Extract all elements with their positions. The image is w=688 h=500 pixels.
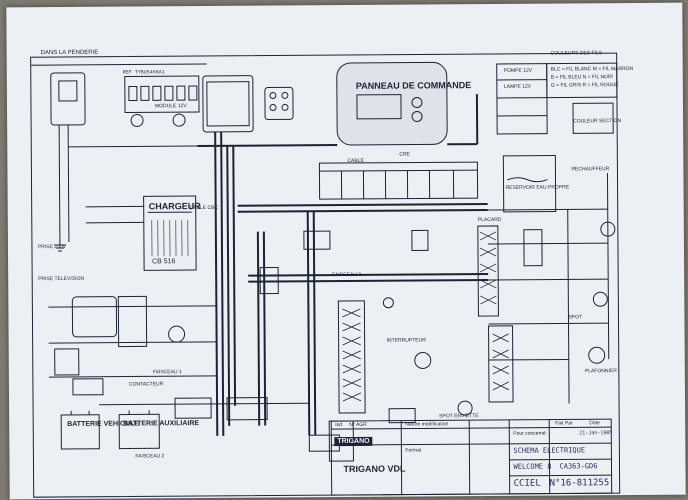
wiring-diagram bbox=[30, 52, 621, 498]
contactor-label: CONTACTEUR bbox=[128, 381, 164, 388]
switch-label: INTERRUPTEUR bbox=[386, 337, 426, 344]
tb-drawing-no: N°16-811255 bbox=[549, 478, 610, 489]
spot-switch-label: SPOT ENVIETTE bbox=[439, 413, 479, 420]
meter-ref: REF TYBU5466A1 bbox=[122, 69, 165, 76]
tb-nature-header: Nature modification bbox=[405, 421, 449, 428]
wardrobe-label: DANS LA PENDERIE bbox=[40, 49, 99, 57]
spot-label: SPOT bbox=[568, 314, 583, 321]
cre-label: CRE bbox=[399, 151, 410, 158]
legend-pump: POMPE 12V bbox=[503, 67, 533, 74]
tb-index-header: Ind bbox=[335, 422, 343, 429]
tb-ref: CCIEL bbox=[513, 478, 541, 489]
tb-made-by-header: Fait Par bbox=[555, 420, 573, 427]
tb-format-label: Format bbox=[405, 447, 422, 454]
tb-code: CA363-GD6 bbox=[559, 462, 598, 471]
wire-colors-line-3: G = FIL GRIS R = FIL ROUGE bbox=[550, 82, 619, 89]
harness-2-label: FAISCEAU 2 bbox=[135, 453, 165, 460]
battery-aux-label: BATTERIE AUXILIAIRE bbox=[123, 420, 200, 428]
legend-lamp: LAMPE 12V bbox=[503, 83, 532, 90]
table-plug-label: PLACARD bbox=[477, 216, 502, 224]
ceiling-light-label: PLAFONNIER bbox=[584, 368, 617, 375]
trigano-logo: TRIGANO bbox=[334, 436, 373, 447]
tb-designation: SCHEMA ELECTRIQUE bbox=[513, 446, 586, 455]
tank-label: RESERVOIR EAU PROPRE bbox=[505, 184, 570, 191]
tv-socket-label: PRISE TELEVISION bbox=[38, 275, 84, 283]
company-name: TRIGANO VDL bbox=[343, 463, 406, 475]
module-label: MODULE 12V bbox=[154, 103, 187, 110]
tb-part-label: Pour concerné bbox=[513, 430, 546, 437]
schematic-sheet: DANS LA PENDERIE REF TYBU5466A1 MODULE 1… bbox=[6, 2, 686, 500]
tb-no-header: N° AGR bbox=[349, 421, 367, 428]
harness-3-label: FAISCEAU 3 bbox=[332, 271, 362, 279]
harness-1-label: FAISCEAU 1 bbox=[152, 369, 182, 376]
wire-colors-title: COULEURS DES FILS bbox=[550, 50, 603, 57]
wire-colors-line-2: B = FIL BLEU N = FIL NOIR bbox=[550, 74, 613, 81]
tb-date: 21-Jan-1985 bbox=[579, 430, 613, 437]
cable-label: CABLE bbox=[347, 157, 364, 164]
wire-colors-line-1: BLC = FIL BLANC M = FIL MARRON bbox=[550, 65, 634, 73]
water-heater-label: RECHAUFFEUR bbox=[571, 166, 610, 173]
tb-model: WELCOME 8 bbox=[513, 462, 552, 471]
wire-section-label: COULEUR SECTION bbox=[573, 118, 622, 125]
charger-label: CHARGEUR bbox=[148, 201, 201, 212]
control-panel-title: PANNEAU DE COMMANDE bbox=[355, 80, 472, 91]
charger-model: CB 516 bbox=[152, 258, 176, 266]
socket-230v-label: PRISE 230V bbox=[37, 243, 67, 251]
tb-date-header: Date bbox=[589, 420, 600, 427]
